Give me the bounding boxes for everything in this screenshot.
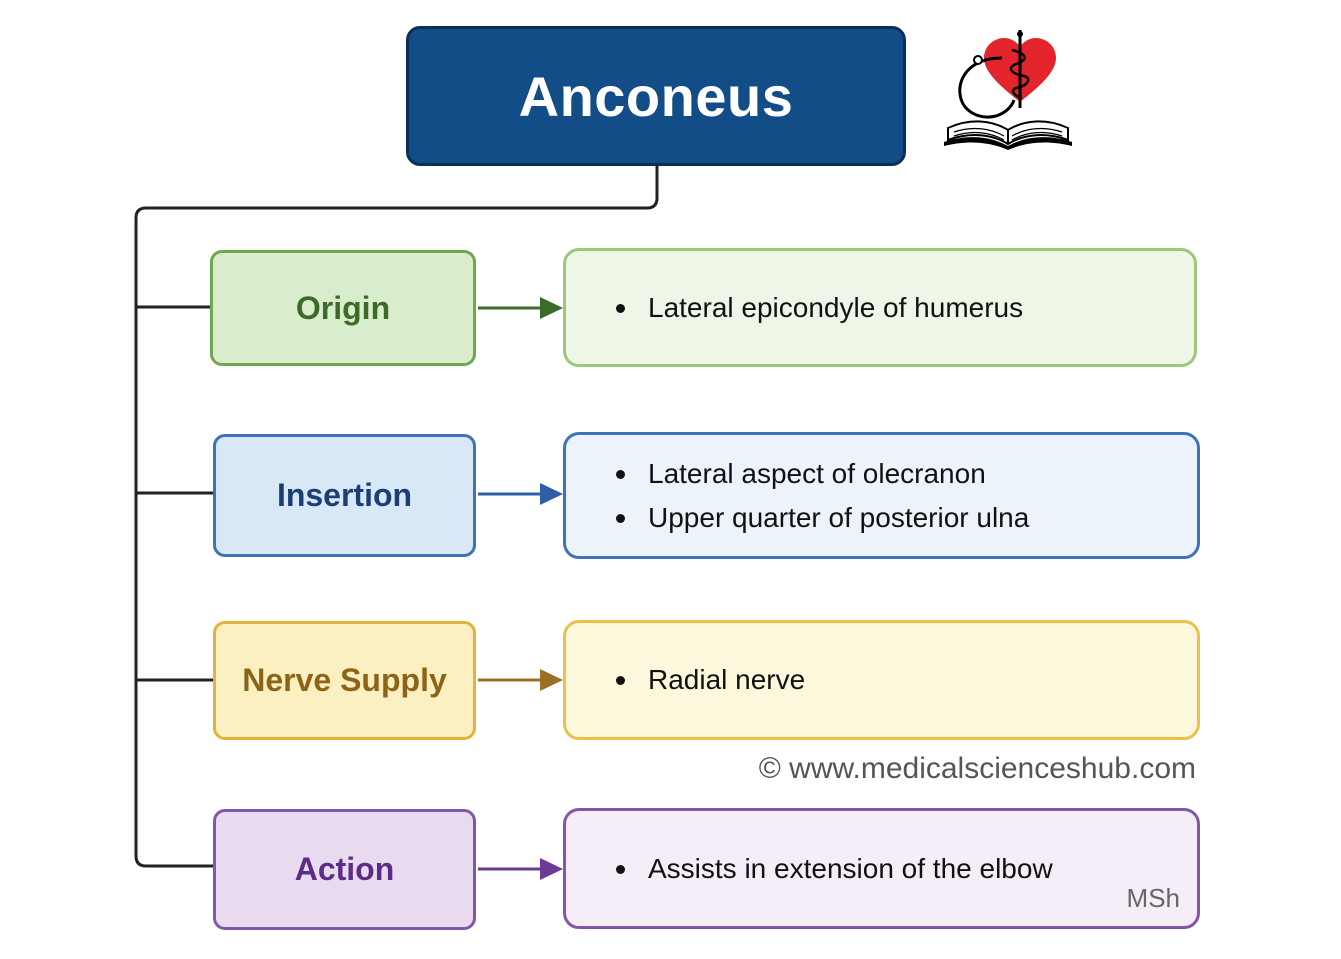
insertion-label-box: Insertion — [213, 434, 476, 557]
insertion-content-box: Lateral aspect of olecranon Upper quarte… — [563, 432, 1200, 559]
action-label: Action — [294, 851, 395, 887]
nerve-supply-list: Radial nerve — [616, 658, 1197, 702]
origin-label-box: Origin — [210, 250, 476, 366]
heart-stethoscope-book-icon — [944, 30, 1072, 150]
nerve-supply-item: Radial nerve — [616, 658, 1197, 702]
action-label-box: Action — [213, 809, 476, 930]
origin-list: Lateral epicondyle of humerus — [616, 286, 1194, 330]
copyright-watermark: © www.medicalscienceshub.com — [758, 752, 1196, 785]
origin-item: Lateral epicondyle of humerus — [616, 286, 1194, 330]
nerve-supply-label-box: Nerve Supply — [213, 621, 476, 740]
insertion-item: Lateral aspect of olecranon — [616, 452, 1197, 496]
insertion-item: Upper quarter of posterior ulna — [616, 496, 1197, 540]
signature-text: MSh — [1126, 883, 1180, 913]
nerve-supply-label: Nerve Supply — [242, 662, 447, 698]
insertion-label: Insertion — [276, 477, 413, 513]
arrow-nerve — [478, 669, 563, 691]
origin-content-box: Lateral epicondyle of humerus — [563, 248, 1197, 367]
arrow-action — [478, 858, 563, 880]
title-box: Anconeus — [406, 26, 906, 166]
title-text: Anconeus — [518, 64, 794, 128]
action-item: Assists in extension of the elbow — [616, 847, 1197, 891]
action-content-box: Assists in extension of the elbow — [563, 808, 1200, 929]
tree-trunk-line — [134, 166, 659, 868]
arrow-insertion — [478, 483, 563, 505]
action-list: Assists in extension of the elbow — [616, 847, 1197, 891]
arrow-origin — [478, 297, 563, 319]
nerve-supply-content-box: Radial nerve — [563, 620, 1200, 740]
origin-label: Origin — [295, 289, 391, 326]
insertion-list: Lateral aspect of olecranon Upper quarte… — [616, 452, 1197, 540]
